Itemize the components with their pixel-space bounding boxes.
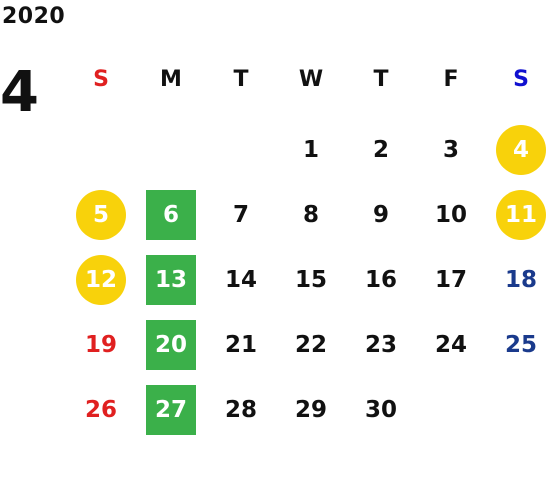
weekday-header-wed: W: [298, 67, 324, 92]
day-cell-5: 5: [76, 190, 126, 240]
day-cell-2: 2: [372, 137, 389, 163]
day-cell-4: 4: [496, 125, 546, 175]
day-cell-8: 8: [302, 202, 319, 228]
day-cell-17: 17: [434, 267, 467, 293]
weekday-header-sun: S: [93, 67, 109, 92]
day-cell-26: 26: [84, 397, 117, 423]
day-cell-20: 20: [146, 320, 196, 370]
day-cell-13: 13: [146, 255, 196, 305]
weekday-header-fri: F: [443, 67, 459, 92]
weekday-header-thu: T: [373, 67, 389, 92]
day-cell-11: 11: [496, 190, 546, 240]
weekday-header-tue: T: [233, 67, 249, 92]
day-cell-29: 29: [294, 397, 327, 423]
day-cell-1: 1: [302, 137, 319, 163]
day-cell-30: 30: [364, 397, 397, 423]
day-cell-28: 28: [224, 397, 257, 423]
day-cell-27: 27: [146, 385, 196, 435]
weekday-header-sat: S: [513, 67, 529, 92]
day-cell-16: 16: [364, 267, 397, 293]
day-cell-18: 18: [504, 267, 537, 293]
day-cell-12: 12: [76, 255, 126, 305]
month-number: 4: [0, 60, 39, 125]
day-cell-21: 21: [224, 332, 257, 358]
day-cell-3: 3: [442, 137, 459, 163]
day-cell-22: 22: [294, 332, 327, 358]
day-cell-10: 10: [434, 202, 467, 228]
day-cell-23: 23: [364, 332, 397, 358]
year-label: 2020: [2, 4, 66, 29]
day-cell-25: 25: [504, 332, 537, 358]
day-cell-14: 14: [224, 267, 257, 293]
day-cell-6: 6: [146, 190, 196, 240]
day-cell-15: 15: [294, 267, 327, 293]
weekday-header-mon: M: [160, 67, 182, 92]
day-cell-19: 19: [84, 332, 117, 358]
day-cell-9: 9: [372, 202, 389, 228]
day-cell-7: 7: [232, 202, 249, 228]
day-cell-24: 24: [434, 332, 467, 358]
